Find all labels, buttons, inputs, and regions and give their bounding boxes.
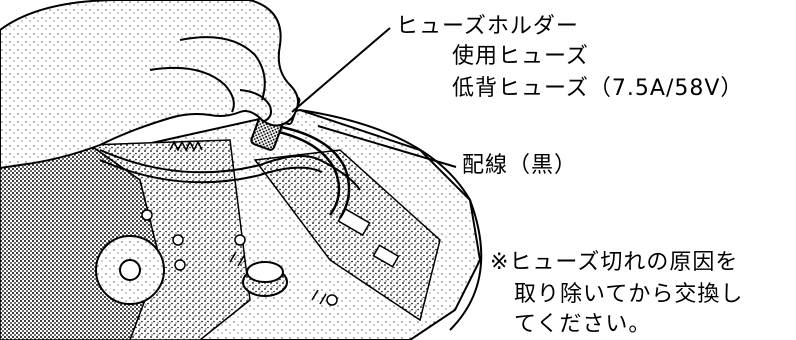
- hand-finger: [149, 66, 235, 113]
- wire-bundle: [99, 159, 323, 184]
- fuse-holder-label: ヒューズホルダー: [396, 14, 579, 39]
- hatch-marks: [229, 251, 327, 305]
- wire-bundle: [99, 149, 361, 191]
- hand-finger: [179, 36, 266, 101]
- wire-black: [275, 124, 351, 219]
- knob-top: [246, 261, 284, 283]
- fuse-used-label: 使用ヒューズ: [452, 44, 589, 69]
- screw-hole: [141, 209, 153, 221]
- hand: [0, 0, 299, 170]
- gear-center: [119, 259, 141, 281]
- screw-hole: [172, 234, 184, 246]
- screw-hole: [326, 294, 338, 306]
- screw-hole: [234, 234, 246, 246]
- wire-black: [269, 128, 341, 216]
- note-line-2: 取り除いてから交換し: [514, 282, 744, 307]
- leader-line-fuse-holder: [291, 27, 391, 113]
- connector: [372, 244, 400, 268]
- thumb: [239, 89, 272, 123]
- housing-rim: [299, 109, 483, 331]
- wire-label: 配線（黒）: [462, 153, 578, 178]
- note-line-3: てください。: [514, 312, 652, 337]
- screw-hole: [174, 259, 186, 271]
- note-line-1: ※ヒューズ切れの原因を: [490, 250, 739, 275]
- side-panel: [87, 139, 251, 340]
- fuse-spec-label: 低背ヒューズ（7.5A/58V）: [452, 76, 744, 101]
- circuit-board: [253, 149, 441, 322]
- spring: [169, 140, 203, 152]
- leader-line-wire: [317, 125, 457, 168]
